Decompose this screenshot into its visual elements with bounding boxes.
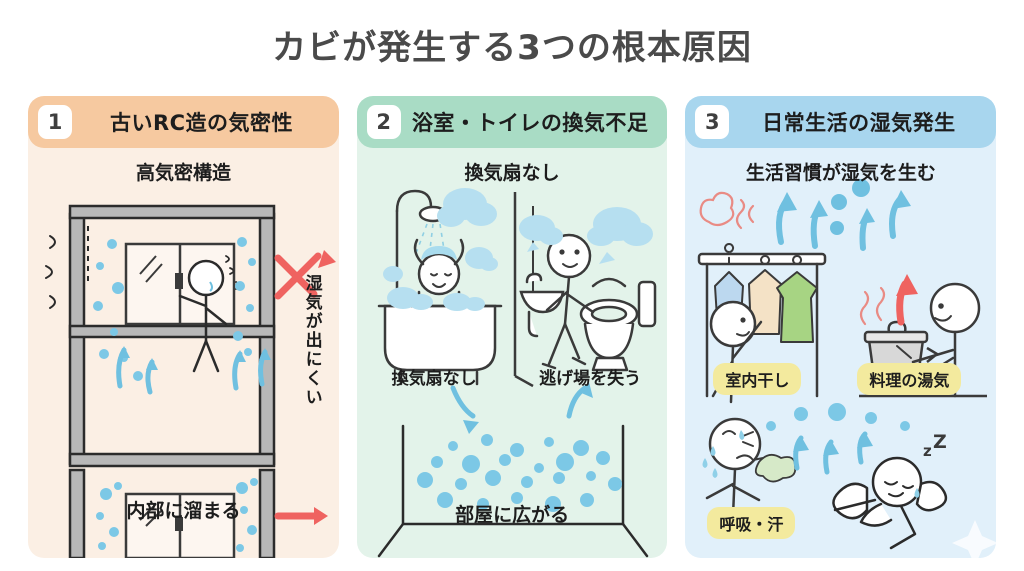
panel2-header-title: 浴室・トイレの換気不足 — [411, 111, 649, 135]
chip-breath-sweat: 呼吸・汗 — [707, 507, 796, 539]
panel3-illustration: z Z — [698, 179, 997, 558]
panel-airtightness: 1 古いRC造の気密性 高気密構造 湿気が出にくい 内部に溜まる — [28, 96, 339, 558]
panel1-caption: 内部に溜まる — [126, 500, 241, 522]
panel3-subtitle: 生活習慣が湿気を生む — [745, 162, 936, 184]
chip-indoor-drying: 室内干し — [713, 363, 802, 395]
panel2-caption: 部屋に広がる — [455, 504, 570, 526]
panel3-number-badge: 3 — [695, 105, 730, 139]
panel2-header: 2 浴室・トイレの換気不足 — [356, 96, 668, 148]
chip-cooking-steam: 料理の湯気 — [857, 363, 962, 395]
panel2-label-right: 逃げ場を失う — [539, 369, 642, 389]
panel1-number-badge: 1 — [38, 105, 72, 139]
svg-text:Z: Z — [933, 431, 947, 453]
page-title: カビが発生する3つの根本原因 — [272, 28, 752, 68]
panel1-subtitle: 高気密構造 — [135, 162, 231, 184]
panel-ventilation: 2 浴室・トイレの換気不足 換気扇なし 換気扇なし 逃げ場を失う 部屋に広がる — [356, 96, 668, 558]
svg-text:z: z — [923, 442, 932, 460]
panel2-illustration — [377, 188, 656, 558]
panel1-vertical-note: 湿気が出にくい — [301, 274, 322, 407]
panel1-illustration — [45, 204, 336, 558]
panel-container: 1 古いRC造の気密性 高気密構造 湿気が出にくい 内部に溜まる — [28, 96, 997, 558]
panel3-header-title: 日常生活の湿気発生 — [762, 111, 956, 135]
panel2-subtitle: 換気扇なし — [464, 162, 560, 184]
panel-daily-life: z Z 3 日常生活の湿気発生 生活習慣が湿気を生む 室内干し 料理の湯気 呼吸… — [685, 96, 997, 558]
panel2-label-left: 換気扇なし — [391, 369, 477, 389]
panel1-header: 1 古いRC造の気密性 — [28, 96, 339, 148]
panel1-header-title: 古いRC造の気密性 — [109, 111, 294, 135]
panel3-header: 3 日常生活の湿気発生 — [685, 96, 997, 148]
panel2-number-badge: 2 — [366, 105, 401, 139]
